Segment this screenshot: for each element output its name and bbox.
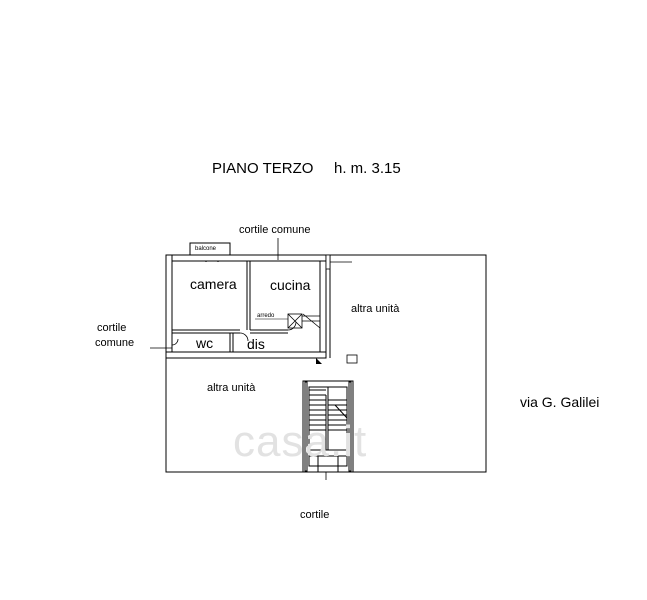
label-altra-unita-left: altra unità xyxy=(207,382,256,394)
staircase xyxy=(302,380,354,473)
label-cortile-comune-top: cortile comune xyxy=(239,224,311,236)
label-cortile-left-line1: cortile xyxy=(97,322,127,334)
label-arredo: arredo xyxy=(257,313,275,319)
apartment-walls xyxy=(165,254,327,359)
label-dis: dis xyxy=(247,336,265,352)
watermark-logo: casa.it xyxy=(233,420,367,464)
label-street: via G. Galilei xyxy=(520,394,600,410)
label-cortile-bottom: cortile xyxy=(300,509,330,521)
label-balcone: balcone xyxy=(195,246,217,252)
label-camera: camera xyxy=(190,276,237,292)
label-cortile-left-line2: comune xyxy=(95,337,135,349)
floor-height: h. m. 3.15 xyxy=(334,160,401,177)
arredo-box xyxy=(287,313,321,329)
watermark-text: casa.it xyxy=(233,417,368,466)
floor-title: PIANO TERZO xyxy=(212,160,314,177)
label-wc: wc xyxy=(196,335,214,351)
label-altra-unita-right: altra unità xyxy=(351,303,400,315)
label-cucina: cucina xyxy=(270,277,311,293)
